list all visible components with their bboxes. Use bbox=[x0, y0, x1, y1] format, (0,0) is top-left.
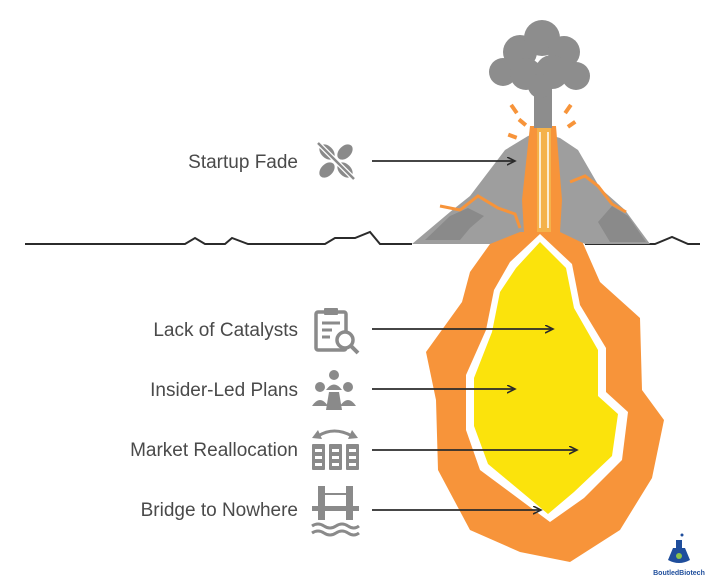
label-startup-fade: Startup Fade bbox=[188, 152, 298, 173]
column-slot bbox=[332, 456, 339, 459]
bridge-tower-left bbox=[318, 486, 325, 520]
mountain-left-facet bbox=[425, 208, 484, 240]
mountain-right-facet bbox=[598, 206, 646, 242]
magnifier-handle bbox=[349, 344, 360, 355]
realloc-arrowhead bbox=[312, 430, 322, 439]
lava-rim-right bbox=[569, 174, 627, 214]
smoke-cloud bbox=[489, 20, 590, 98]
column-slot bbox=[315, 456, 322, 459]
clipboard-clip bbox=[324, 308, 338, 315]
center-desk bbox=[326, 392, 342, 410]
slashed-fan-icon bbox=[316, 141, 356, 181]
fan-blade bbox=[319, 162, 335, 178]
column-slot bbox=[332, 463, 339, 466]
person-body bbox=[312, 400, 328, 406]
conduit-core bbox=[537, 128, 551, 232]
spark bbox=[507, 132, 518, 140]
brand-name: BoutledBiotech bbox=[653, 570, 705, 577]
flask-bubble bbox=[680, 533, 684, 537]
fan-blade bbox=[337, 144, 353, 160]
person-head bbox=[343, 382, 353, 392]
column-slot bbox=[349, 463, 356, 466]
water-wave bbox=[311, 522, 360, 530]
person-head bbox=[315, 382, 325, 392]
column-slot bbox=[349, 449, 356, 452]
column-slot bbox=[349, 456, 356, 459]
column-slot bbox=[315, 449, 322, 452]
label-insider-led-plans: Insider-Led Plans bbox=[150, 380, 298, 401]
person-head bbox=[329, 370, 339, 380]
people-group-icon bbox=[312, 370, 356, 410]
bridge-deck bbox=[312, 506, 359, 511]
column-slot bbox=[315, 463, 322, 466]
bridge-water-icon bbox=[311, 486, 360, 537]
smoke-puff bbox=[562, 62, 590, 90]
lava-rim-left bbox=[439, 194, 522, 229]
magma-inner bbox=[474, 242, 618, 514]
clipboard-search-icon bbox=[314, 308, 360, 355]
smoke-puff bbox=[528, 74, 552, 98]
label-bridge-to-nowhere: Bridge to Nowhere bbox=[141, 500, 298, 521]
magnifier-lens bbox=[335, 330, 355, 350]
spark bbox=[509, 103, 519, 115]
flask-liquid bbox=[676, 553, 682, 559]
person-body bbox=[340, 400, 356, 406]
ground-line bbox=[25, 230, 412, 245]
magma-chamber bbox=[426, 222, 664, 562]
water-wave bbox=[311, 529, 360, 537]
lava-conduit bbox=[522, 84, 562, 232]
realloc-arrow bbox=[317, 429, 353, 438]
column-slot bbox=[332, 449, 339, 452]
eruption-sparks bbox=[507, 103, 577, 140]
spark bbox=[566, 120, 577, 129]
label-market-reallocation: Market Reallocation bbox=[130, 440, 298, 461]
reallocate-columns-icon bbox=[312, 429, 359, 470]
fan-slash-line bbox=[317, 142, 355, 180]
spark bbox=[563, 103, 573, 115]
smoke-puff bbox=[489, 58, 517, 86]
brand-logo: BoutledBiotech bbox=[653, 533, 705, 577]
spark bbox=[517, 117, 528, 127]
label-lack-of-catalysts: Lack of Catalysts bbox=[153, 320, 298, 341]
bridge-tower-right bbox=[346, 486, 353, 520]
person-body bbox=[326, 384, 342, 390]
flask-logo-icon bbox=[668, 533, 690, 563]
flask-neck bbox=[676, 540, 682, 548]
realloc-arrowhead bbox=[348, 430, 358, 439]
